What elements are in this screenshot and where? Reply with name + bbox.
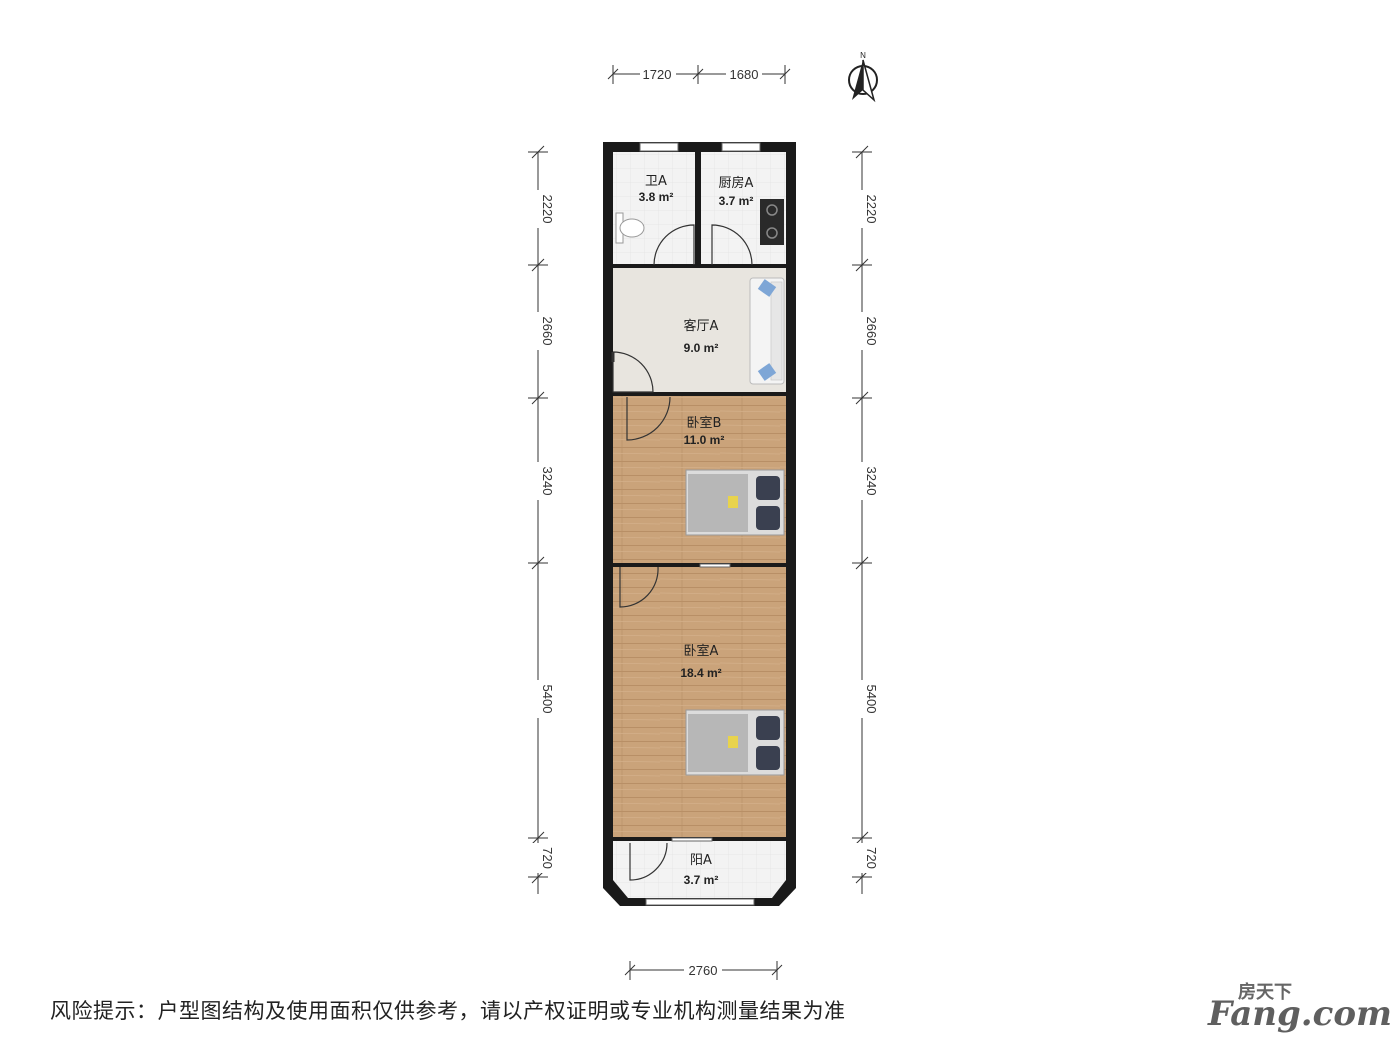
brand-logo: 房天下 Fang.com [1208, 978, 1392, 1038]
brand-en: Fang.com [1208, 994, 1392, 1034]
right-dimension [852, 145, 872, 894]
right-dim-5: 720 [864, 847, 879, 869]
left-dimension [528, 145, 548, 894]
compass-icon: N [848, 51, 878, 103]
top-dim-1: 1720 [643, 67, 672, 82]
compass-label: N [860, 51, 866, 60]
doors [611, 224, 753, 881]
left-dim-3: 3240 [540, 467, 555, 496]
disclaimer-text: 风险提示：户型图结构及使用面积仅供参考，请以产权证明或专业机构测量结果为准 [50, 999, 846, 1023]
stove-icon [760, 199, 784, 245]
living-name: 客厅A [684, 318, 719, 334]
dim-bg [640, 64, 676, 82]
left-dim-1: 2220 [540, 195, 555, 224]
bedroom-b-name: 卧室B [687, 415, 722, 431]
bedroom-a-floor [613, 567, 786, 837]
bedroom-a-area: 18.4 m² [680, 666, 721, 680]
balcony-name: 阳A [690, 853, 712, 868]
bedroom-a-name: 卧室A [684, 643, 719, 659]
bed-b-icon [685, 469, 785, 536]
top-dimension [607, 65, 791, 84]
right-dim-3: 3240 [864, 467, 879, 496]
kitchen-area: 3.7 m² [719, 194, 754, 208]
dim-bg [726, 64, 762, 82]
kitchen-name: 厨房A [719, 175, 754, 191]
bath-floor [613, 152, 695, 264]
left-dim-labels: 2220 2660 3240 5400 720 [529, 190, 555, 873]
bottom-dim: 2760 [689, 963, 718, 978]
dim-bg [684, 961, 722, 979]
brand-cn: 房天下 [1238, 982, 1292, 1003]
left-dim-5: 720 [540, 847, 555, 869]
balcony-area: 3.7 m² [684, 873, 719, 887]
bath-name: 卫A [645, 174, 667, 189]
right-dim-4: 5400 [864, 685, 879, 714]
bed-a-icon [685, 709, 785, 776]
right-dim-labels: 2220 2660 3240 5400 720 [853, 190, 879, 873]
balcony-floor [613, 841, 786, 898]
living-area: 9.0 m² [684, 341, 719, 355]
left-dim-4: 5400 [540, 685, 555, 714]
left-dim-2: 2660 [540, 317, 555, 346]
toilet-icon [615, 212, 645, 244]
bedroom-b-area: 11.0 m² [684, 433, 725, 447]
right-dim-1: 2220 [864, 195, 879, 224]
windows [639, 142, 761, 906]
top-dim-2: 1680 [730, 67, 759, 82]
bath-area: 3.8 m² [639, 190, 674, 204]
right-dim-2: 2660 [864, 317, 879, 346]
sofa-icon [749, 277, 785, 385]
